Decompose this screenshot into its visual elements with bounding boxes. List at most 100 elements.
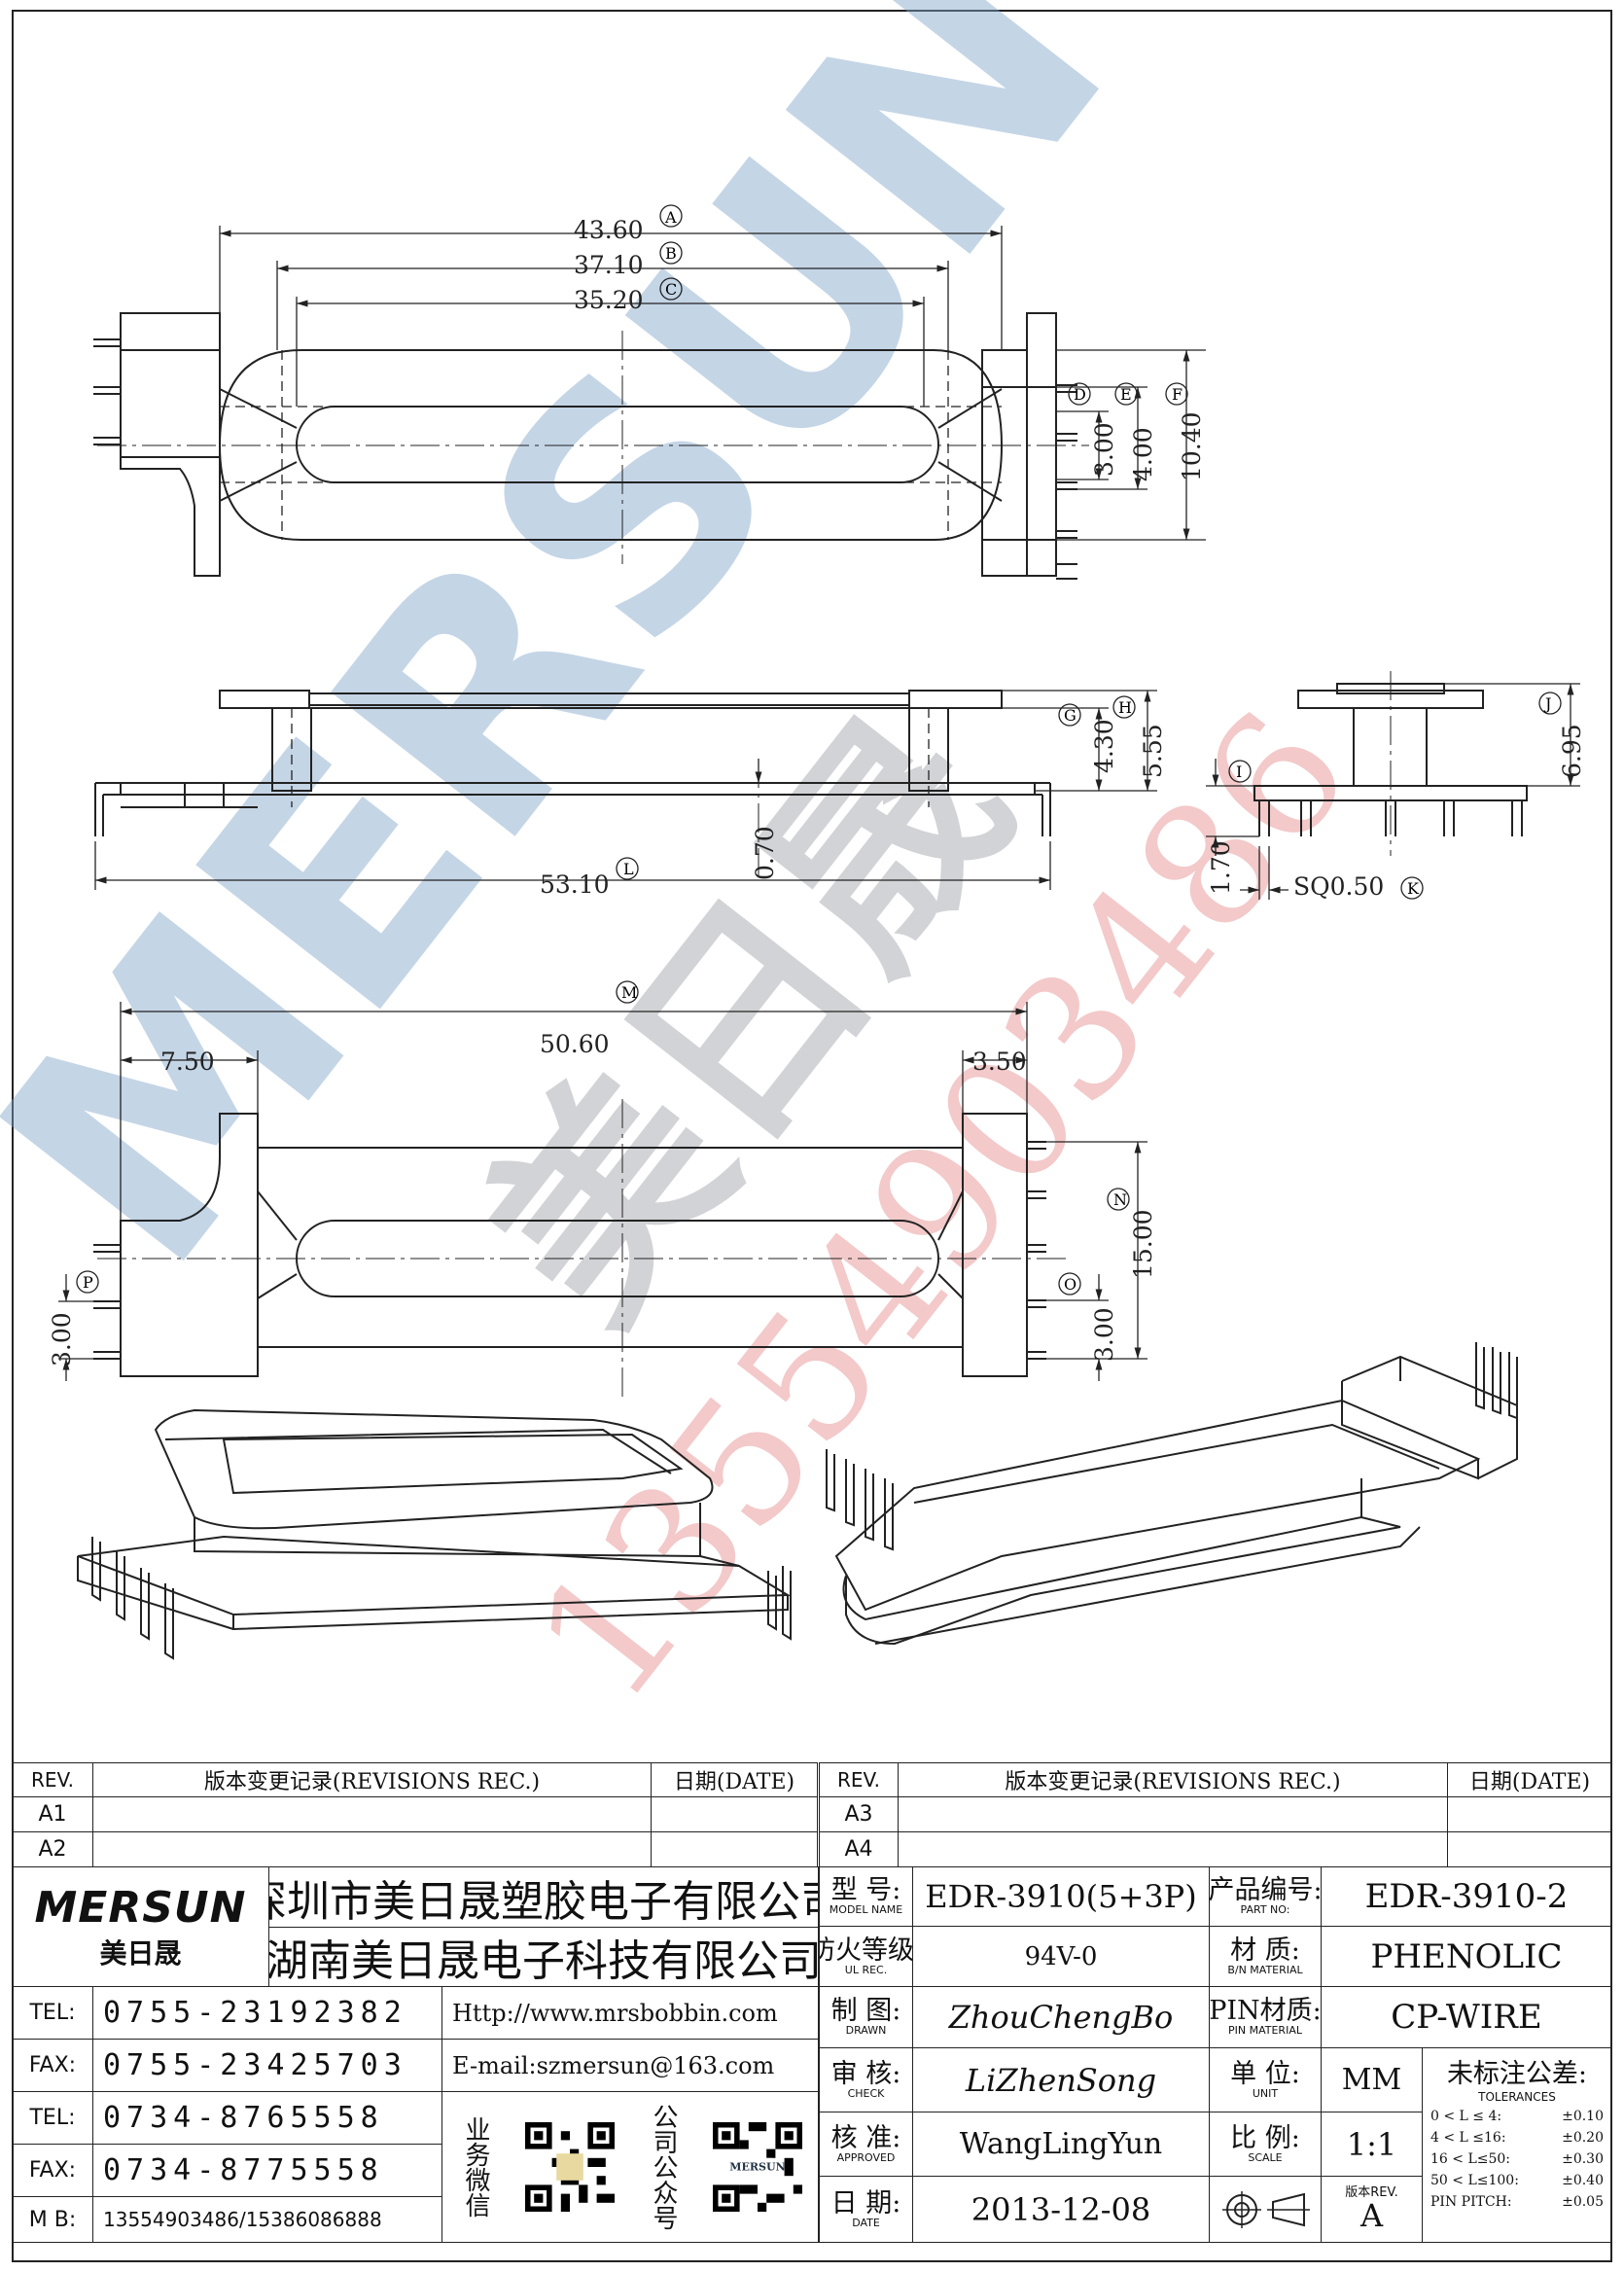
label-model: 型 号:MODEL NAME (819, 1866, 913, 1927)
dim-l-tag: L (623, 860, 634, 878)
label-ul: 防火等级:UL REC. (819, 1926, 913, 1987)
dim-350-value: 3.50 (972, 1047, 1027, 1076)
dim-n-tag: N (1113, 1190, 1127, 1209)
dim-m-tag: M (621, 983, 637, 1002)
qr1-label: 业务微信 (461, 2116, 490, 2218)
qr-code-official: MERSUN (713, 2122, 802, 2212)
partno-value: EDR-3910-2 (1321, 1866, 1612, 1927)
logo-text-cn: 美日晟 (99, 1936, 182, 1970)
contact-value-2: 0734-8765558 (92, 2091, 442, 2145)
dim-g-tag: G (1064, 706, 1077, 725)
bottom-view (93, 1099, 1070, 1401)
contact-label-0: TEL: (12, 1986, 93, 2040)
isometric-view-right (826, 1342, 1518, 1646)
web-email[interactable]: E-mail:szmersun@163.com (441, 2039, 819, 2092)
drawing-frame (12, 10, 1612, 2262)
label-partno: 产品编号:PART NO: (1209, 1866, 1322, 1927)
dim-e-value: 4.00 (1129, 427, 1157, 481)
date-header-right: 日期(DATE) (1447, 1762, 1612, 1797)
dim-i-tag: I (1236, 763, 1242, 781)
dim-h-value: 5.55 (1139, 724, 1167, 778)
label-date: 日 期:DATE (819, 2176, 913, 2243)
rev-header-left: REV. (12, 1762, 93, 1797)
dim-h-tag: H (1118, 698, 1132, 717)
dim-f-value: 10.40 (1178, 411, 1206, 481)
label-scale: 比 例:SCALE (1209, 2112, 1322, 2177)
end-view-dim-labels: 6.95 J 1.70 I SQ0.50 K (1207, 692, 1586, 901)
isometric-view-left (77, 1408, 792, 1660)
dim-n-value: 15.00 (1129, 1209, 1157, 1279)
tolerance-row: 0 < L ≤ 4:±0.10 (1430, 2109, 1604, 2124)
scale-value: 1:1 (1321, 2112, 1423, 2177)
dim-k-value: SQ0.50 (1293, 872, 1384, 901)
rev-row-a2-date (651, 1831, 818, 1867)
rev-row-a1-date (651, 1796, 818, 1832)
web-url[interactable]: Http://www.mrsbobbin.com (441, 1986, 819, 2040)
dim-750-value: 7.50 (160, 1047, 215, 1076)
company-name-1: 深圳市美日晟塑胶电子有限公司 (268, 1866, 819, 1928)
projection-symbol-icon (1209, 2176, 1322, 2243)
top-view (93, 312, 1089, 580)
rev-rec-header-right: 版本变更记录(REVISIONS REC.) (898, 1762, 1448, 1797)
rev-row-a4-date (1447, 1831, 1612, 1867)
contact-label-4: M B: (12, 2196, 93, 2243)
label-drawn: 制 图:DRAWN (819, 1986, 913, 2048)
drawn-value: ZhouChengBo (912, 1986, 1210, 2048)
contact-value-1: 0755-23425703 (92, 2039, 442, 2092)
model-value: EDR-3910(5+3P) (912, 1866, 1210, 1927)
rev-header-right: REV. (819, 1762, 899, 1797)
dim-d-value: 3.00 (1090, 422, 1118, 477)
dim-b-value: 37.10 (574, 251, 644, 279)
rev-row-a2-rec (92, 1831, 652, 1867)
date-value: 2013-12-08 (912, 2176, 1210, 2243)
dim-j-value: 6.95 (1558, 724, 1586, 778)
qr-codes: 业务微信 公司公众号 MERSUN (441, 2091, 819, 2243)
contact-label-2: TEL: (12, 2091, 93, 2145)
rev-rec-header-left: 版本变更记录(REVISIONS REC.) (92, 1762, 652, 1797)
ul-value: 94V-0 (912, 1926, 1210, 1987)
dim-c-value: 35.20 (574, 286, 644, 314)
dim-f-tag: F (1172, 385, 1183, 404)
logo-text: MERSUN (34, 1882, 247, 1933)
bottom-view-dimensions (58, 1002, 1147, 1381)
top-view-dimensions (219, 226, 1206, 541)
dim-p-tag: P (83, 1273, 93, 1292)
side-view-dimensions (94, 690, 1157, 890)
dim-j-tag: J (1543, 694, 1551, 713)
label-unit: 单 位:UNIT (1209, 2047, 1322, 2112)
contact-value-3: 0734-8775558 (92, 2144, 442, 2197)
material-value: PHENOLIC (1321, 1926, 1612, 1987)
dim-p-value: 3.00 (48, 1312, 76, 1367)
dim-g-value: 4.30 (1090, 719, 1118, 773)
rev-row-a4: A4 (819, 1831, 899, 1867)
dim-a-tag: A (664, 208, 677, 227)
rev-row-a2: A2 (12, 1831, 93, 1867)
end-view (1253, 671, 1528, 856)
qr2-label: 公司公众号 (649, 2104, 678, 2230)
technical-drawing: MERSUN 美日晟 13554903486 (0, 0, 1586, 1737)
tolerance-row: 50 < L≤100:±0.40 (1430, 2173, 1604, 2188)
side-view-dim-labels: 53.10 L 0.70 4.30 G 5.55 H (540, 695, 1167, 899)
dim-k-tag: K (1407, 879, 1420, 898)
pin-material-value: CP-WIRE (1321, 1986, 1612, 2048)
tolerance-row: PIN PITCH:±0.05 (1430, 2194, 1604, 2210)
dim-e-tag: E (1120, 385, 1132, 404)
label-approved: 核 准:APPROVED (819, 2112, 913, 2177)
company-name-2: 湖南美日晟电子科技有限公司 (268, 1927, 819, 1987)
rev-row-a1-rec (92, 1796, 652, 1832)
tolerance-row: 16 < L≤50:±0.30 (1430, 2151, 1604, 2167)
dim-b-tag: B (665, 244, 677, 263)
dim-l-value: 53.10 (540, 870, 610, 899)
dim-c-tag: C (665, 280, 677, 299)
contact-value-4: 13554903486/15386086888 (92, 2196, 442, 2243)
contact-label-1: FAX: (12, 2039, 93, 2092)
dim-i-value: 1.70 (1207, 840, 1235, 895)
label-material: 材 质:B/N MATERIAL (1209, 1926, 1322, 1987)
label-pin-material: PIN材质:PIN MATERIAL (1209, 1986, 1322, 2048)
rev-row-a1: A1 (12, 1796, 93, 1832)
qr-logo: MERSUN (729, 2161, 785, 2174)
revision-box: 版本REV. A (1321, 2176, 1423, 2243)
tolerance-row: 4 < L ≤16:±0.20 (1430, 2130, 1604, 2146)
check-value: LiZhenSong (912, 2047, 1210, 2112)
top-view-dim-labels: 43.60 A 37.10 B 35.20 C 3.00 D 4.00 E 10… (574, 204, 1206, 481)
